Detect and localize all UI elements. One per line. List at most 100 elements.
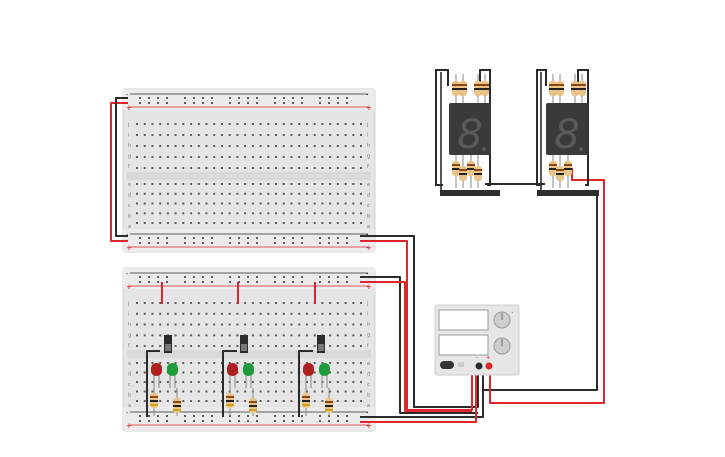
breadboard-hole[interactable]: [190, 167, 193, 169]
power-supply[interactable]: • - +: [434, 304, 520, 376]
breadboard-hole[interactable]: [166, 400, 169, 402]
breadboard-hole[interactable]: [282, 362, 285, 364]
rail-hole[interactable]: [139, 420, 141, 422]
breadboard-hole[interactable]: [221, 334, 223, 337]
rail-hole[interactable]: [166, 276, 168, 278]
rail-hole[interactable]: [292, 242, 294, 244]
breadboard-hole[interactable]: [213, 192, 216, 195]
rail-hole[interactable]: [247, 97, 249, 99]
breadboard-hole[interactable]: [174, 202, 177, 205]
breadboard-hole[interactable]: [182, 390, 185, 393]
breadboard-hole[interactable]: [282, 390, 285, 393]
breadboard-hole[interactable]: [267, 312, 270, 315]
breadboard-hole[interactable]: [329, 312, 332, 315]
breadboard-hole[interactable]: [197, 302, 200, 304]
breadboard-hole[interactable]: [244, 145, 247, 147]
breadboard-hole[interactable]: [305, 202, 308, 205]
breadboard-hole[interactable]: [151, 192, 154, 195]
breadboard-hole[interactable]: [182, 323, 185, 326]
resistor[interactable]: [564, 155, 572, 188]
breadboard-hole[interactable]: [174, 156, 177, 158]
breadboard-hole[interactable]: [352, 312, 355, 315]
breadboard-hole[interactable]: [213, 145, 216, 147]
rail-hole[interactable]: [328, 276, 330, 278]
breadboard-hole[interactable]: [313, 323, 316, 326]
breadboard-hole[interactable]: [190, 400, 193, 402]
breadboard-hole[interactable]: [344, 222, 347, 224]
rail-hole[interactable]: [328, 420, 330, 422]
breadboard-hole[interactable]: [136, 312, 138, 315]
rail-hole[interactable]: [238, 276, 240, 278]
breadboard-hole[interactable]: [213, 390, 216, 393]
breadboard-hole[interactable]: [197, 167, 200, 169]
breadboard-hole[interactable]: [166, 183, 169, 185]
breadboard-hole[interactable]: [236, 400, 239, 402]
breadboard-hole[interactable]: [267, 323, 270, 326]
rail-hole[interactable]: [301, 97, 303, 99]
breadboard-hole[interactable]: [197, 371, 200, 374]
breadboard-hole[interactable]: [205, 123, 208, 125]
breadboard-hole[interactable]: [352, 123, 355, 125]
breadboard-hole[interactable]: [228, 202, 231, 205]
breadboard-hole[interactable]: [213, 222, 216, 224]
breadboard-hole[interactable]: [259, 400, 262, 402]
breadboard-hole[interactable]: [259, 390, 262, 393]
breadboard-hole[interactable]: [166, 222, 169, 224]
rail-hole[interactable]: [256, 281, 258, 283]
breadboard-hole[interactable]: [244, 192, 247, 195]
breadboard-hole[interactable]: [213, 134, 216, 136]
rail-hole[interactable]: [301, 237, 303, 239]
breadboard-hole[interactable]: [267, 371, 270, 374]
breadboard-hole[interactable]: [197, 381, 200, 383]
breadboard-hole[interactable]: [313, 222, 316, 224]
breadboard-hole[interactable]: [190, 334, 193, 337]
rail-hole[interactable]: [337, 242, 339, 244]
breadboard-hole[interactable]: [321, 145, 324, 147]
breadboard-hole[interactable]: [159, 145, 162, 147]
breadboard-hole[interactable]: [251, 362, 254, 364]
breadboard-hole[interactable]: [336, 371, 339, 374]
breadboard-hole[interactable]: [275, 222, 277, 224]
breadboard-hole[interactable]: [244, 390, 247, 393]
rail-hole[interactable]: [148, 420, 150, 422]
rail-hole[interactable]: [139, 242, 141, 244]
breadboard-hole[interactable]: [166, 390, 169, 393]
breadboard-hole[interactable]: [182, 145, 185, 147]
breadboard-hole[interactable]: [151, 362, 154, 364]
breadboard-hole[interactable]: [267, 390, 270, 393]
breadboard-hole[interactable]: [143, 202, 146, 205]
rail-hole[interactable]: [274, 242, 276, 244]
breadboard-hole[interactable]: [282, 381, 285, 383]
resistor[interactable]: [452, 74, 460, 104]
rail-hole[interactable]: [274, 102, 276, 104]
breadboard-hole[interactable]: [136, 145, 138, 147]
breadboard-hole[interactable]: [159, 192, 162, 195]
breadboard-hole[interactable]: [267, 123, 270, 125]
rail-hole[interactable]: [202, 102, 204, 104]
rail-hole[interactable]: [211, 242, 213, 244]
breadboard-hole[interactable]: [190, 222, 193, 224]
breadboard-hole[interactable]: [360, 156, 362, 158]
breadboard-hole[interactable]: [151, 202, 154, 205]
breadboard-hole[interactable]: [259, 371, 262, 374]
breadboard-hole[interactable]: [236, 156, 239, 158]
breadboard-hole[interactable]: [352, 345, 355, 347]
breadboard-hole[interactable]: [151, 222, 154, 224]
breadboard-hole[interactable]: [143, 362, 146, 364]
breadboard-hole[interactable]: [329, 302, 332, 304]
breadboard-hole[interactable]: [236, 145, 239, 147]
breadboard-hole[interactable]: [259, 202, 262, 205]
breadboard-hole[interactable]: [336, 334, 339, 337]
breadboard-hole[interactable]: [290, 371, 293, 374]
breadboard-hole[interactable]: [190, 202, 193, 205]
breadboard-hole[interactable]: [221, 123, 223, 125]
breadboard-hole[interactable]: [182, 362, 185, 364]
rail-hole[interactable]: [328, 237, 330, 239]
rail-hole[interactable]: [337, 102, 339, 104]
breadboard-hole[interactable]: [329, 156, 332, 158]
breadboard-hole[interactable]: [228, 334, 231, 337]
breadboard-hole[interactable]: [182, 302, 185, 304]
breadboard-hole[interactable]: [244, 167, 247, 169]
breadboard-hole[interactable]: [321, 212, 324, 215]
rail-hole[interactable]: [157, 420, 159, 422]
